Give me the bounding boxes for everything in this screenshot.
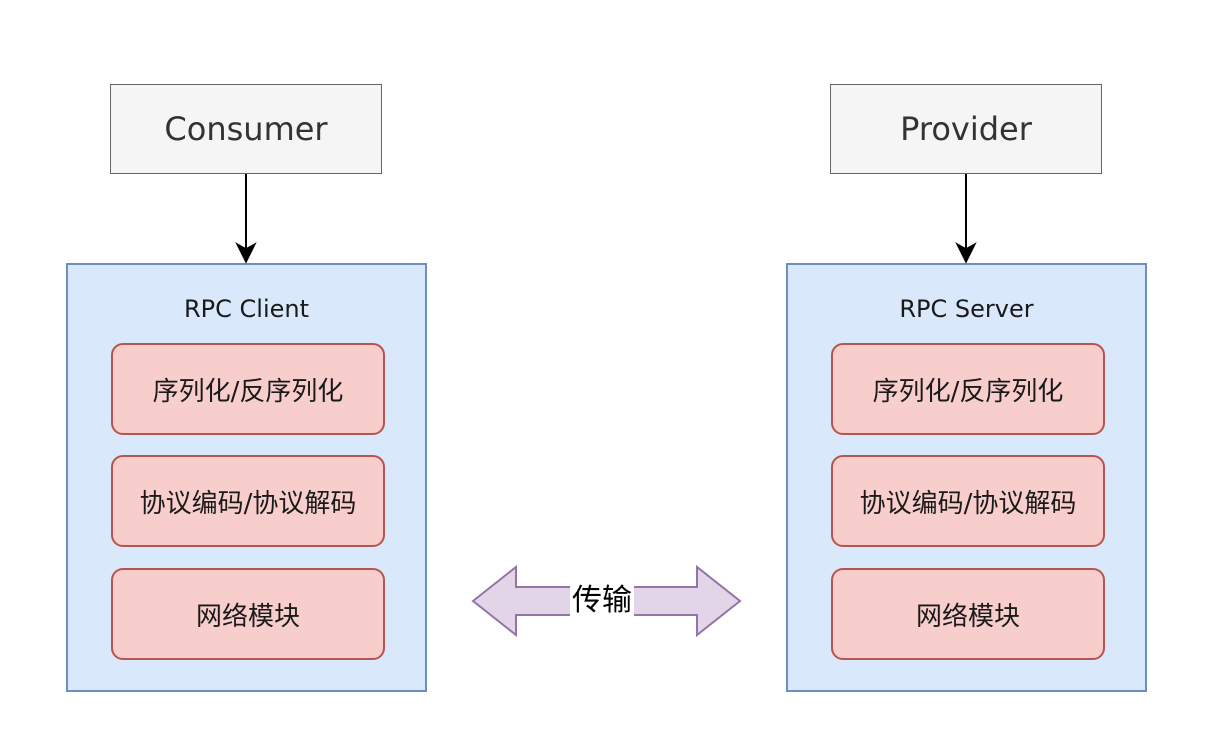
rpc-server-title: RPC Server xyxy=(899,295,1034,323)
server-network-label: 网络模块 xyxy=(915,601,1020,632)
consumer-box[interactable]: Consumer xyxy=(110,84,382,174)
client-network-label: 网络模块 xyxy=(195,601,300,632)
server-protocol-module[interactable]: 协议编码/协议解码 xyxy=(831,455,1105,547)
consumer-label: Consumer xyxy=(164,110,328,148)
provider-to-server-arrowhead-icon xyxy=(955,242,977,264)
client-network-module[interactable]: 网络模块 xyxy=(111,568,385,660)
server-protocol-label: 协议编码/协议解码 xyxy=(859,488,1077,519)
rpc-client-container[interactable]: RPC Client 序列化/反序列化 协议编码/协议解码 网络模块 xyxy=(66,263,427,692)
server-serialization-module[interactable]: 序列化/反序列化 xyxy=(831,343,1105,435)
client-protocol-label: 协议编码/协议解码 xyxy=(139,488,357,519)
client-serialization-label: 序列化/反序列化 xyxy=(152,376,344,407)
client-protocol-module[interactable]: 协议编码/协议解码 xyxy=(111,455,385,547)
rpc-server-container[interactable]: RPC Server 序列化/反序列化 协议编码/协议解码 网络模块 xyxy=(786,263,1147,692)
client-serialization-module[interactable]: 序列化/反序列化 xyxy=(111,343,385,435)
transport-label: 传输 xyxy=(570,583,634,618)
provider-label: Provider xyxy=(900,110,1032,148)
server-network-module[interactable]: 网络模块 xyxy=(831,568,1105,660)
server-serialization-label: 序列化/反序列化 xyxy=(872,376,1064,407)
provider-box[interactable]: Provider xyxy=(830,84,1102,174)
consumer-to-client-arrowhead-icon xyxy=(235,242,257,264)
rpc-client-title: RPC Client xyxy=(183,295,309,323)
